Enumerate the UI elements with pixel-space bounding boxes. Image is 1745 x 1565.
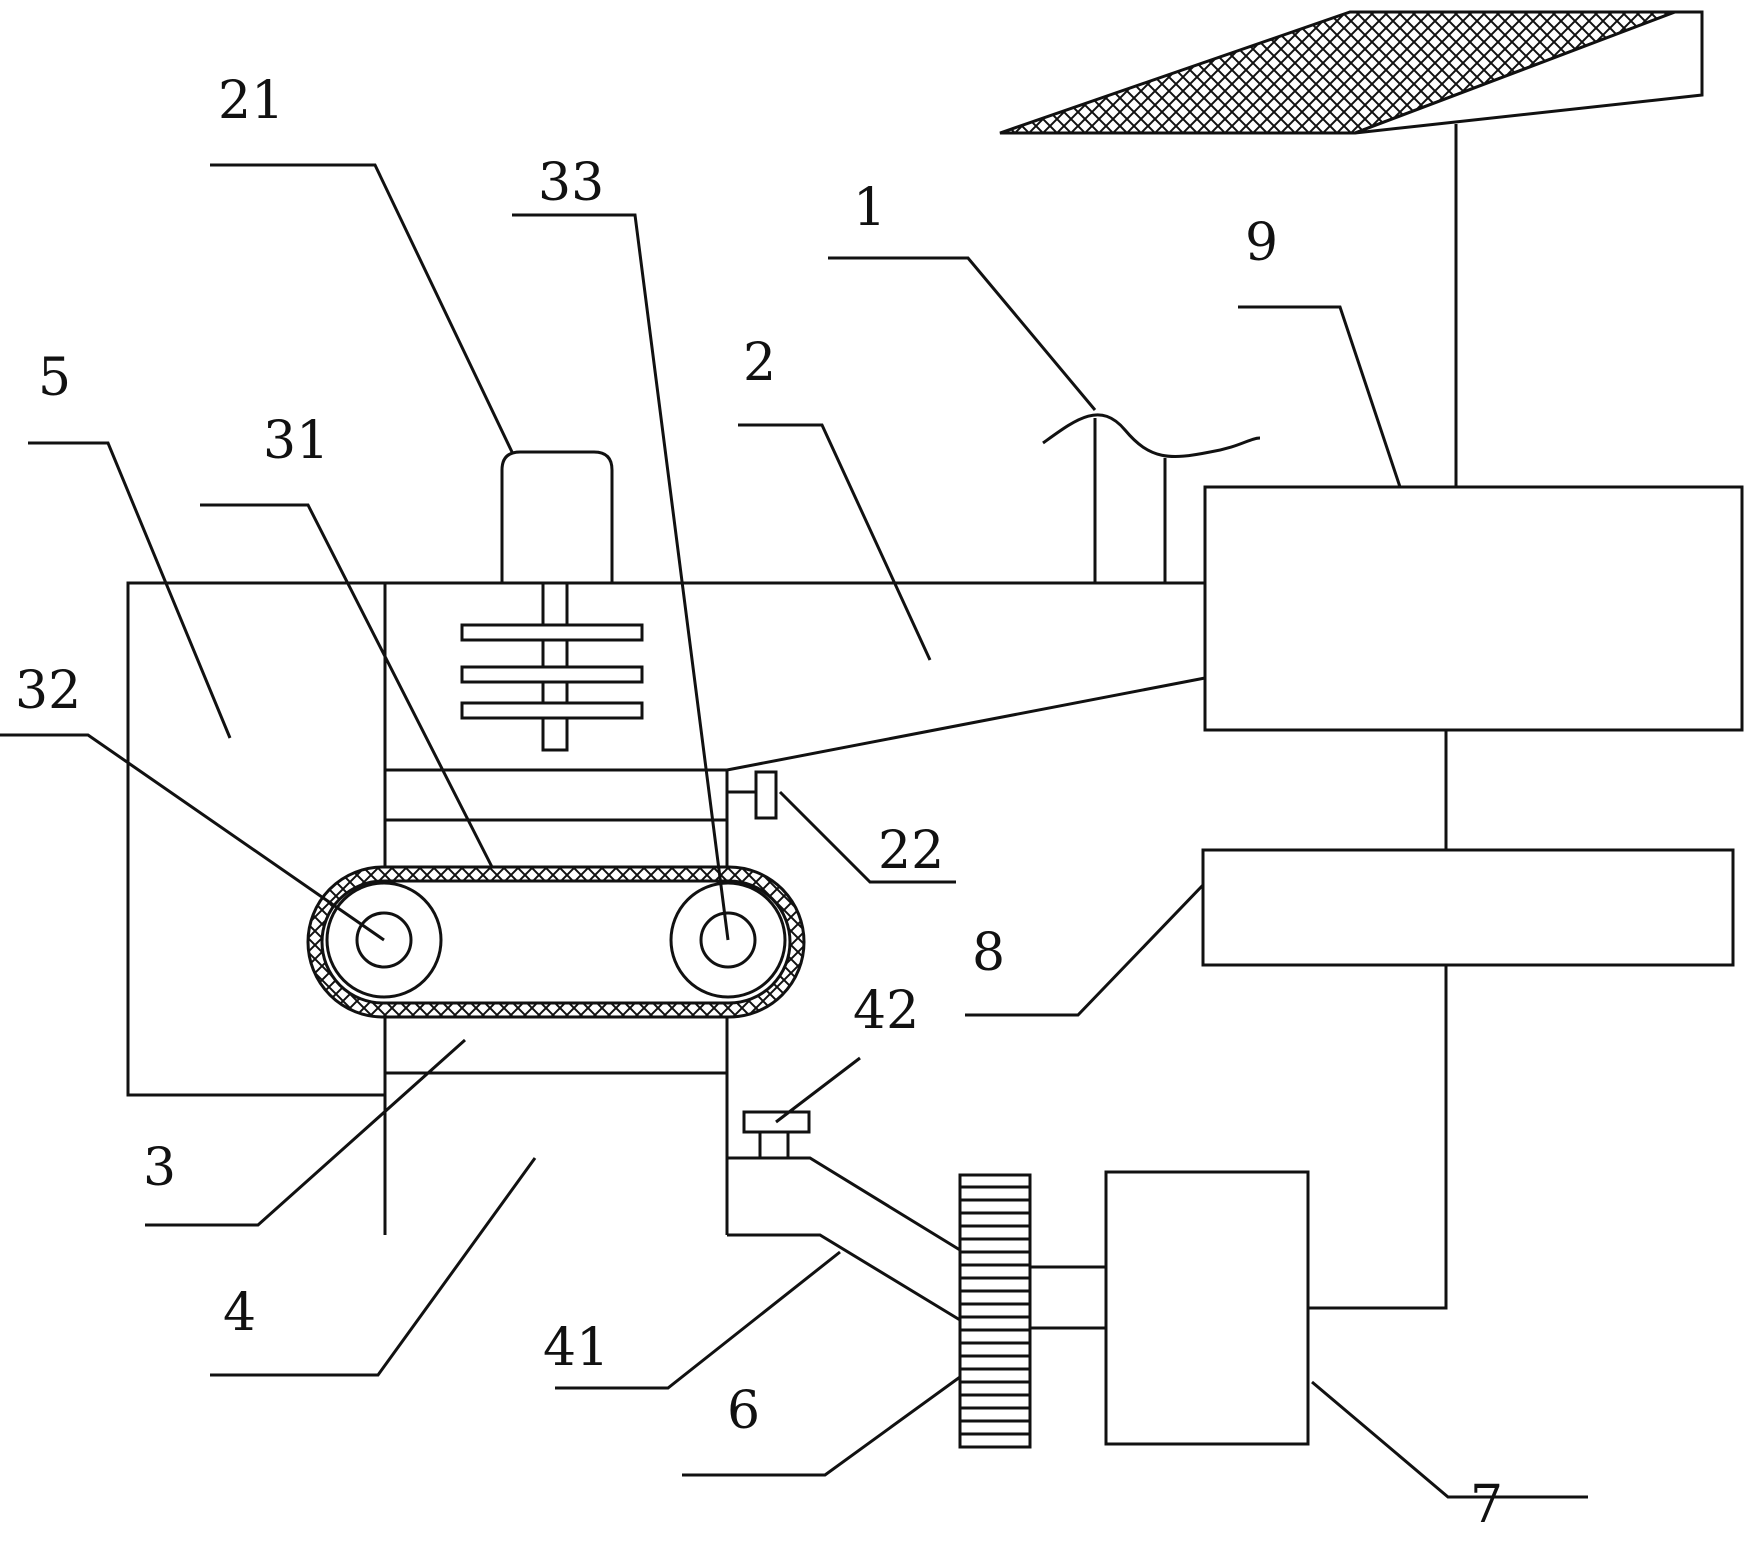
leader-lines (0, 163, 1588, 1499)
label-3: 3 (143, 1138, 176, 1198)
leader-21 (210, 163, 514, 453)
leader-8 (965, 883, 1205, 1017)
leader-1 (828, 256, 1097, 411)
stirring-blade-3 (460, 701, 644, 720)
callout-labels: 21 33 1 9 2 5 31 32 22 8 42 3 4 41 6 7 (15, 71, 1503, 1535)
label-42: 42 (853, 981, 919, 1041)
valve-22 (727, 770, 778, 820)
leader-2 (738, 423, 932, 661)
leader-33 (512, 213, 730, 941)
duct-bottom (726, 676, 1206, 772)
label-7: 7 (1470, 1475, 1503, 1535)
valve-42 (742, 1110, 811, 1160)
label-4: 4 (223, 1283, 256, 1343)
label-41: 41 (543, 1318, 609, 1378)
leader-31 (200, 503, 494, 868)
leader-4 (210, 1157, 537, 1377)
label-32: 32 (15, 661, 81, 721)
leader-22 (778, 790, 956, 884)
label-21: 21 (218, 71, 284, 131)
stirring-motor (500, 450, 614, 585)
label-9: 9 (1245, 213, 1278, 273)
conveyor-belt (306, 865, 806, 1019)
leader-32 (0, 733, 385, 942)
label-2: 2 (743, 333, 776, 393)
label-1: 1 (853, 178, 886, 238)
label-5: 5 (38, 348, 71, 408)
leader-9 (1238, 305, 1402, 488)
sensor-bracket (1042, 413, 1261, 583)
stirring-blade-2 (460, 665, 644, 684)
battery-box (1201, 848, 1735, 967)
leader-3 (145, 1038, 466, 1227)
leader-6 (682, 1375, 961, 1477)
leader-41 (555, 1250, 841, 1390)
leader-5 (28, 441, 232, 739)
label-33: 33 (538, 153, 604, 213)
control-box (1203, 485, 1744, 732)
leader-7 (1311, 1380, 1588, 1499)
generator-box (1104, 1170, 1310, 1446)
label-22: 22 (878, 821, 944, 881)
side-housing (126, 581, 385, 1097)
stirring-blade-1 (460, 623, 644, 642)
gear-6 (958, 1173, 1032, 1449)
label-31: 31 (263, 411, 329, 471)
discharge-pipe-bottom (727, 1233, 961, 1322)
label-6: 6 (727, 1381, 760, 1441)
solar-panel (999, 10, 1704, 487)
label-8: 8 (972, 923, 1005, 983)
discharge-pipe-top (727, 1156, 961, 1252)
wire-8-to-7 (1308, 965, 1448, 1310)
leader-42 (775, 1056, 861, 1124)
